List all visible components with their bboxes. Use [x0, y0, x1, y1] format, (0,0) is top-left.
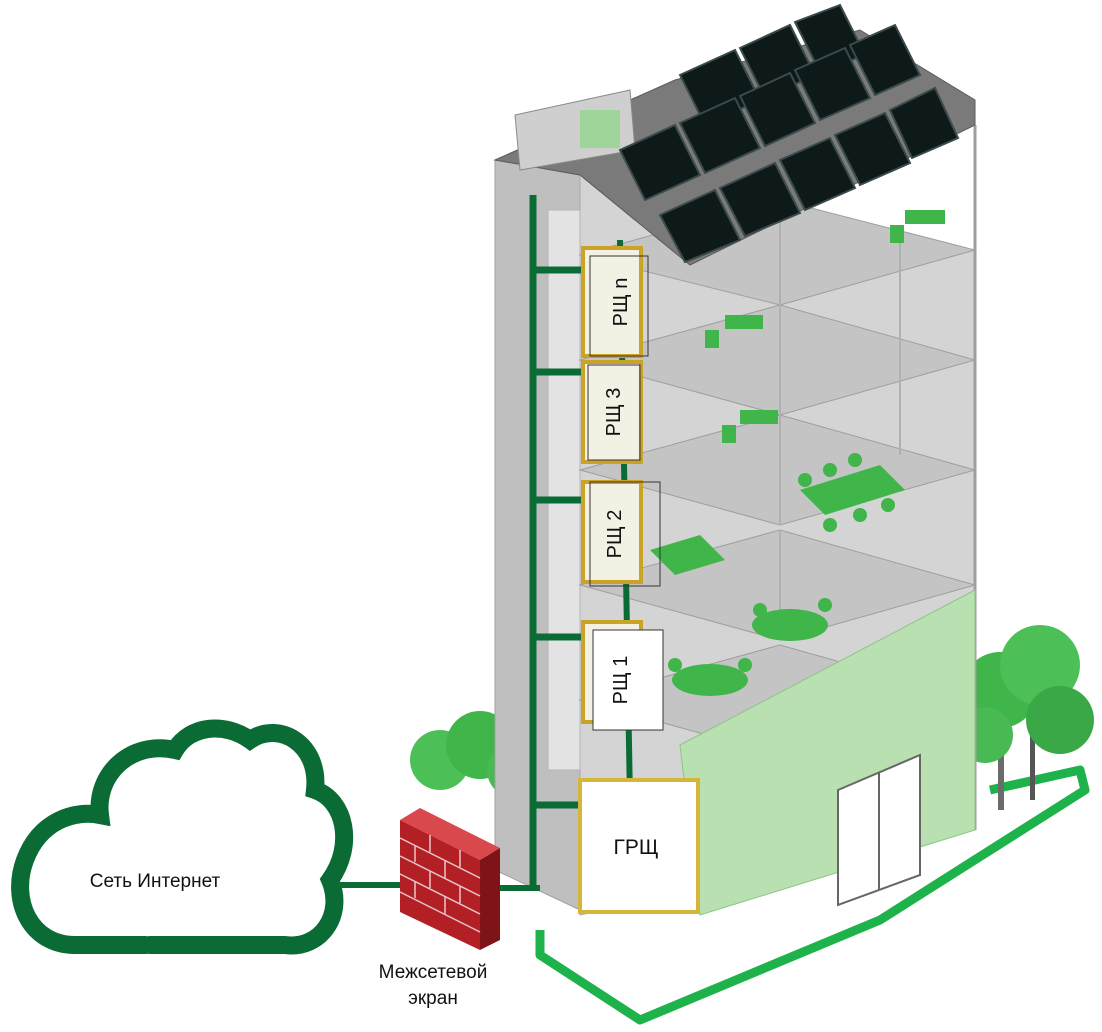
- firewall-brick-wall-icon: [399, 808, 500, 950]
- panel-rsh-3-label: РЩ 3: [603, 388, 625, 437]
- panel-rsh-n-label: РЩ n: [610, 278, 632, 327]
- panel-rsh-2: РЩ 2: [581, 480, 661, 587]
- panel-rsh-1-label: РЩ 1: [610, 656, 632, 705]
- main-switchboard: ГРЩ: [578, 778, 700, 914]
- panel-rsh-2-label: РЩ 2: [604, 510, 626, 559]
- panel-rsh-n: РЩ n: [581, 246, 649, 358]
- panel-rsh-1: РЩ 1: [581, 620, 664, 731]
- cloud-label: Сеть Интернет: [90, 871, 221, 892]
- network-link: [330, 882, 540, 891]
- ground-network-line: [535, 765, 1090, 1025]
- main-switchboard-label: ГРЩ: [613, 836, 658, 859]
- panel-rsh-3: РЩ 3: [581, 360, 643, 464]
- rooftop-unit: [514, 89, 636, 171]
- office-desk-icon: [705, 210, 945, 443]
- firewall-label-line2: экран: [408, 988, 458, 1009]
- meeting-table-icon: [650, 453, 905, 696]
- cloud-icon: [11, 719, 354, 955]
- solar-panel-icon: [618, 3, 960, 264]
- entrance-door: [837, 753, 921, 907]
- firewall-label-line1: Межсетевой: [379, 962, 488, 983]
